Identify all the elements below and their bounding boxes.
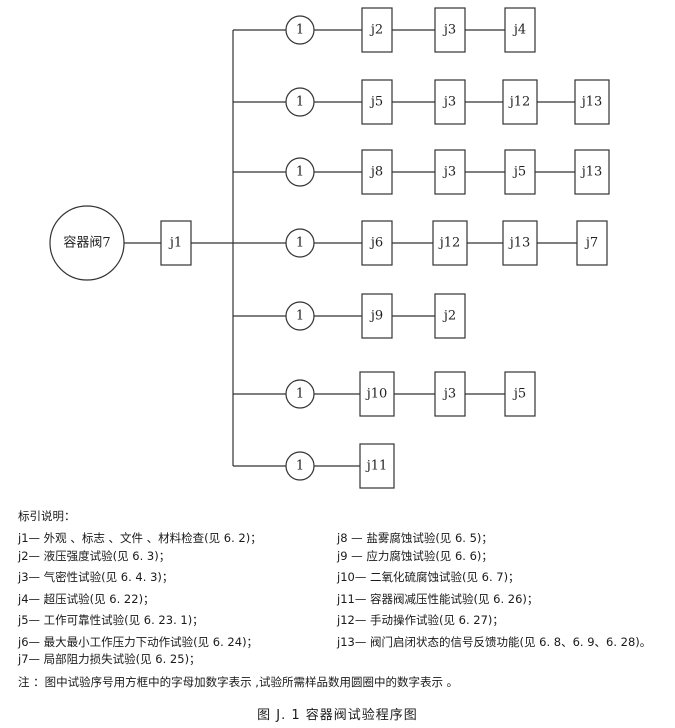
test-step-label: j12 [508,95,531,110]
test-step-box [504,371,536,417]
legend-item-j13: j13— 阀门启闭状态的信号反馈功能(见 6. 8、6. 9、6. 28)。 [337,635,652,649]
legend-item-j12: j12— 手动操作试验(见 6. 27)； [337,613,504,627]
legend-item-j7: j7— 局部阻力损失试验(见 6. 25)； [18,652,201,666]
legend-item-j8: j8 — 盐雾腐蚀试验(见 6. 5)； [337,531,493,545]
test-step-label: j13 [580,95,603,110]
sample-count-label: 1 [296,95,304,110]
test-step-box [504,7,536,53]
sample-count-label: 1 [296,387,304,402]
test-step-box [434,79,466,125]
legend-item-j10: j10— 二氧化硫腐蚀试验(见 6. 7)； [337,570,520,584]
test-step-label: j3 [442,165,456,180]
test-step-label: j10 [365,387,388,402]
test-step-label: j12 [438,236,461,251]
test-step-label: j4 [512,23,526,38]
test-step-box [434,149,466,195]
test-step-box [502,220,538,266]
test-step-label: j8 [369,165,383,180]
test-step-box [434,7,466,53]
test-step-box [576,220,608,266]
legend-item-j3: j3— 气密性试验(见 6. 4. 3)； [18,570,174,584]
note: 注 ：图中试验序号用方框中的字母加数字表示 ,试验所需样品数用圆圈中的数字表示 … [18,675,459,689]
test-step-box [361,220,393,266]
legend-item-j2: j2— 液压强度试验(见 6. 3)； [18,549,171,563]
legend-item-j1: j1— 外观 、标志 、文件 、材料检查(见 6. 2)； [18,531,262,545]
test-step-label: j3 [442,23,456,38]
root-node-label: 容器阀7 [63,235,110,251]
test-step-label: j5 [512,165,526,180]
test-step-box [361,7,393,53]
test-step-box [434,293,466,339]
legend-item-j6: j6— 最大最小工作压力下动作试验(见 6. 24)； [18,635,259,649]
main-node-box [160,220,192,266]
legend-item-j5: j5— 工作可靠性试验(见 6. 23. 1)； [18,613,204,627]
legend-title: 标引说明： [18,509,76,523]
sample-count-label: 1 [296,236,304,251]
test-step-label: j13 [508,236,531,251]
test-step-box [361,293,393,339]
sample-count-label: 1 [296,23,304,38]
sample-count-label: 1 [296,309,304,324]
test-step-label: j9 [369,309,383,324]
test-step-box [504,149,536,195]
test-step-box [434,371,466,417]
test-step-label: j13 [580,165,603,180]
legend-item-j11: j11— 容器阀减压性能试验(见 6. 26)； [337,592,539,606]
test-step-label: j5 [512,387,526,402]
main-node-label: j1 [168,236,182,251]
test-step-box [359,443,395,489]
sample-count-label: 1 [296,165,304,180]
test-step-box [574,79,610,125]
test-step-box [574,149,610,195]
test-step-label: j2 [369,23,383,38]
sample-count-label: 1 [296,459,304,474]
test-step-label: j6 [369,236,383,251]
test-step-label: j5 [369,95,383,110]
test-step-label: j2 [442,309,456,324]
test-step-label: j3 [442,95,456,110]
legend-item-j9: j9 — 应力腐蚀试验(见 6. 6)； [337,549,493,563]
test-step-label: j7 [584,236,598,251]
test-step-label: j11 [365,459,388,474]
figure-caption: 图 J. 1 容器阀试验程序图 [257,708,418,723]
legend-item-j4: j4— 超压试验(见 6. 22)； [18,592,155,606]
test-step-label: j3 [442,387,456,402]
